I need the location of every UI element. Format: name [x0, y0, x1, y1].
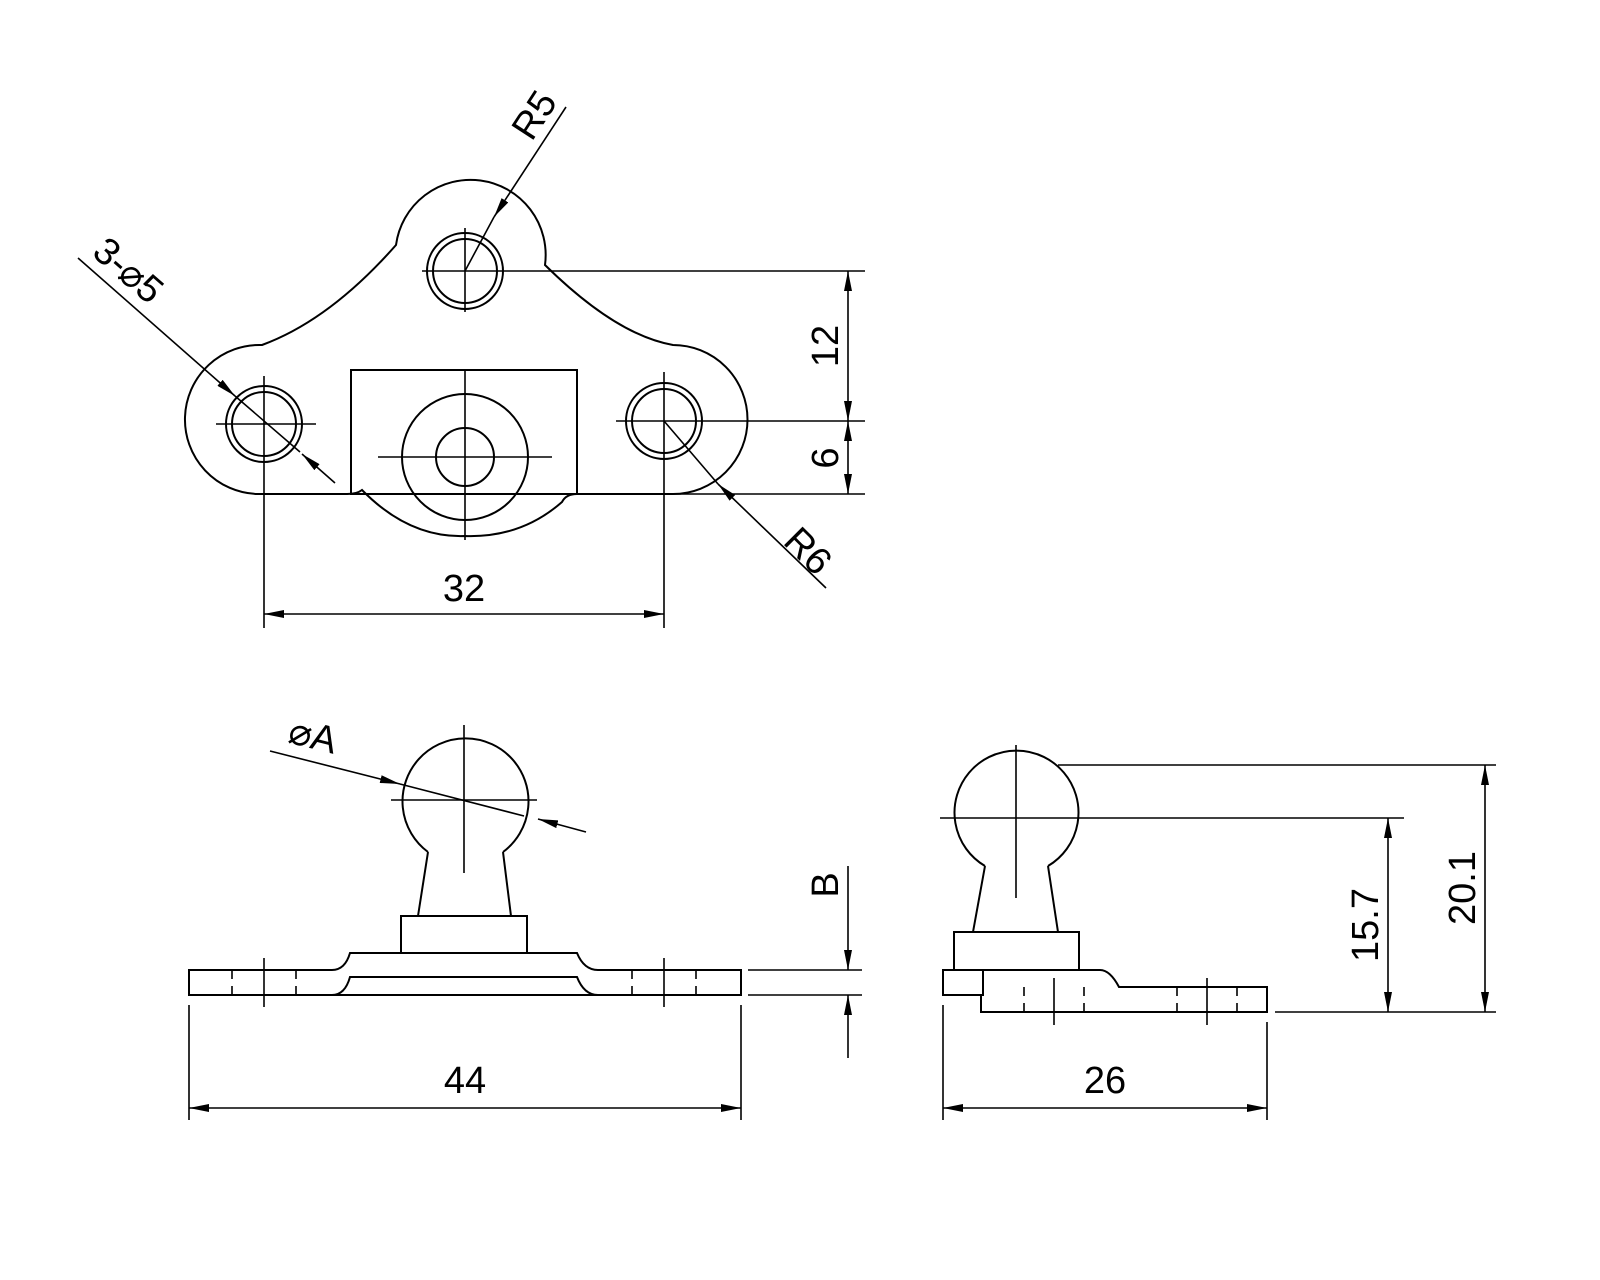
front-boss	[400, 915, 528, 954]
top-boss-rect	[350, 369, 578, 495]
dim-text-15-7: 15.7	[1345, 888, 1387, 962]
dim-text-32: 32	[443, 568, 485, 610]
label-hole-callout: 3-⌀5	[85, 230, 171, 313]
side-centerlines	[940, 745, 1208, 1025]
front-plate-inner	[331, 976, 599, 996]
side-plate-outline	[980, 969, 1268, 1013]
side-hidden-lines	[1023, 987, 1238, 1012]
label-r6: R6	[775, 519, 839, 583]
dim-text-26: 26	[1084, 1060, 1126, 1102]
dim-text-b: B	[805, 872, 847, 897]
top-plate-outline	[183, 178, 749, 538]
top-view: 32 12 6 R5 3-⌀5 R6	[77, 84, 865, 628]
dim-text-20-1: 20.1	[1442, 851, 1484, 925]
leader-r5	[493, 106, 567, 218]
leader-r6	[717, 483, 827, 589]
leader-ball-diameter	[269, 750, 401, 785]
front-neck	[417, 851, 512, 917]
side-boss	[953, 931, 1080, 971]
leader-hole-callout	[77, 257, 236, 397]
side-neck	[972, 865, 1059, 933]
front-ball	[401, 737, 530, 853]
dim-text-6: 6	[805, 447, 847, 468]
side-view: 15.7 20.1 26	[940, 745, 1496, 1120]
label-r5: R5	[504, 84, 566, 148]
dim-text-12: 12	[805, 325, 847, 367]
front-centerlines	[263, 725, 665, 1007]
front-plate-outline	[188, 952, 742, 996]
label-ball-diameter: ⌀A	[284, 710, 342, 763]
front-view: ⌀A B 44	[188, 710, 862, 1120]
top-centerlines	[216, 228, 740, 540]
side-plate-upper	[942, 969, 984, 996]
dim-text-44: 44	[444, 1060, 486, 1102]
front-hidden-lines	[231, 970, 697, 995]
